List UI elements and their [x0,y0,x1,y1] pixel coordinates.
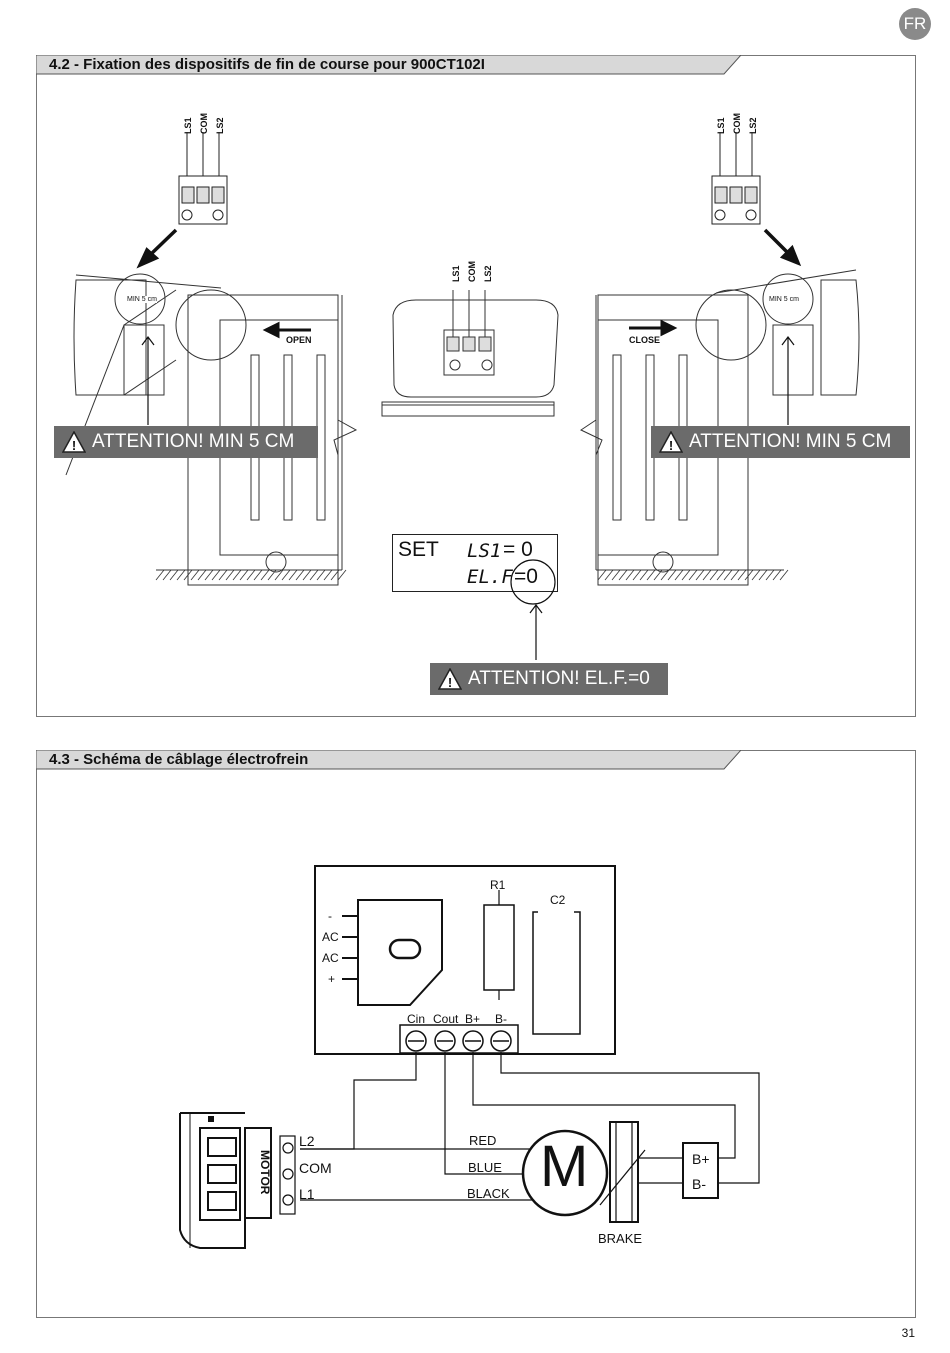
motor-symbol: M [540,1134,589,1199]
language-badge: FR [899,8,931,40]
warning-icon: ! [659,431,683,453]
display-param-elf: EL.F [467,566,513,588]
warning-text: ATTENTION! EL.F.=0 [468,668,650,689]
terminal-label-bplus: B+ [465,1012,481,1026]
brake-label: BRAKE [598,1231,643,1246]
warning-banner-elf: ! ATTENTION! EL.F.=0 [430,663,668,695]
svg-text:!: ! [669,438,673,453]
min-distance-label-left: MIN 5 cm [127,296,157,303]
section-title-bar-43 [36,750,741,770]
motor-terminal-l2: L2 [299,1133,315,1149]
brake-terminal-bminus: B- [692,1176,706,1192]
input-label-ac2: AC [322,951,339,965]
warning-icon: ! [62,431,86,453]
page-number: 31 [901,1326,915,1340]
svg-text:!: ! [72,438,76,453]
close-label: CLOSE [629,335,661,345]
open-label: OPEN [286,335,312,345]
connector-motor-label: MOTOR [258,1150,272,1195]
warning-text: ATTENTION! MIN 5 CM [92,431,295,452]
lcd-display: SET LS1 = 0 EL.F =0 [392,534,558,605]
motor-terminal-l1: L1 [299,1186,315,1202]
wire-label-red: RED [469,1133,497,1148]
svg-text:!: ! [448,675,452,690]
display-value-elf: =0 [514,565,538,588]
wire-label-black: BLACK [467,1186,510,1201]
section-43-title: 4.3 - Schéma de câblage électrofrein [49,751,309,768]
limit-switch-illustration [65,132,860,660]
r1-label: R1 [490,878,506,892]
warning-text: ATTENTION! MIN 5 CM [689,431,892,452]
section-limit-switch-mounting [36,55,916,717]
brake-terminal-bplus: B+ [692,1151,710,1167]
input-label-ac1: AC [322,930,339,944]
terminal-label-cout: Cout [433,1012,459,1026]
wiring-diagram [179,865,760,1249]
motor-terminal-com: COM [299,1160,332,1176]
section-42-title: 4.2 - Fixation des dispositifs de fin de… [49,56,485,73]
display-value-ls1: = 0 [503,538,533,561]
c2-label: C2 [550,893,566,907]
input-label-plus: + [328,972,336,986]
display-param-ls1: LS1 [467,540,502,562]
terminal-label-cin: Cin [407,1012,426,1026]
warning-icon: ! [438,668,462,690]
warning-banner-right: ! ATTENTION! MIN 5 CM [651,426,910,458]
min-distance-label-right: MIN 5 cm [769,296,799,303]
input-label-minus: - [328,909,332,923]
highlight-circle [510,559,556,605]
section-title-bar-42 [36,55,741,75]
display-set-label: SET [398,538,439,561]
warning-banner-left: ! ATTENTION! MIN 5 CM [54,426,318,458]
terminal-label-bminus: B- [495,1012,507,1026]
wire-label-blue: BLUE [468,1160,502,1175]
